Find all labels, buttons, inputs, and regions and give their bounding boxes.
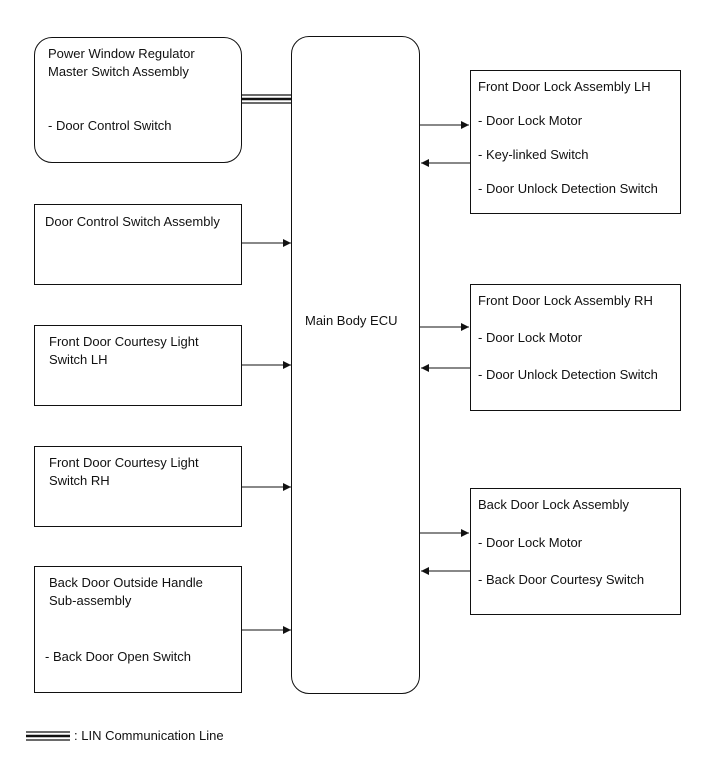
ecu-title: Main Body ECU [305,313,398,328]
back-handle-title-2: Sub-assembly [49,593,132,608]
back-lock-item-door-lock-motor: - Door Lock Motor [478,535,583,550]
courtesy-rh-title-1: Front Door Courtesy Light [49,455,199,470]
front-lh-lock-box: Front Door Lock Assembly LH - Door Lock … [470,70,681,214]
back-lock-title: Back Door Lock Assembly [478,497,630,512]
legend-line-sample [26,731,70,741]
front-rh-title: Front Door Lock Assembly RH [478,293,653,308]
courtesy-lh-title-2: Switch LH [49,352,108,367]
door-control-switch-title: Door Control Switch Assembly [45,214,220,229]
front-lh-item-unlock-detection: - Door Unlock Detection Switch [478,181,658,196]
master-switch-item: - Door Control Switch [48,118,172,133]
main-body-ecu-box: Main Body ECU [291,36,420,694]
courtesy-lh-box: Front Door Courtesy Light Switch LH [34,325,242,406]
door-control-switch-box: Door Control Switch Assembly [34,204,242,285]
master-switch-box: Power Window Regulator Master Switch Ass… [34,37,242,163]
courtesy-rh-box: Front Door Courtesy Light Switch RH [34,446,242,527]
lin-line [242,94,292,104]
back-handle-title-1: Back Door Outside Handle [49,575,203,590]
front-lh-item-key-linked-switch: - Key-linked Switch [478,147,589,162]
back-handle-item: - Back Door Open Switch [45,649,191,664]
front-rh-item-unlock-detection: - Door Unlock Detection Switch [478,367,658,382]
front-rh-lock-box: Front Door Lock Assembly RH - Door Lock … [470,284,681,411]
front-lh-title: Front Door Lock Assembly LH [478,79,651,94]
courtesy-lh-title-1: Front Door Courtesy Light [49,334,199,349]
legend-label: : LIN Communication Line [74,728,224,743]
front-lh-item-door-lock-motor: - Door Lock Motor [478,113,583,128]
master-switch-title-2: Master Switch Assembly [48,64,189,79]
back-lock-item-courtesy-switch: - Back Door Courtesy Switch [478,572,645,587]
front-rh-item-door-lock-motor: - Door Lock Motor [478,330,583,345]
master-switch-title-1: Power Window Regulator [48,46,195,61]
back-lock-box: Back Door Lock Assembly - Door Lock Moto… [470,488,681,615]
back-handle-box: Back Door Outside Handle Sub-assembly - … [34,566,242,693]
courtesy-rh-title-2: Switch RH [49,473,110,488]
